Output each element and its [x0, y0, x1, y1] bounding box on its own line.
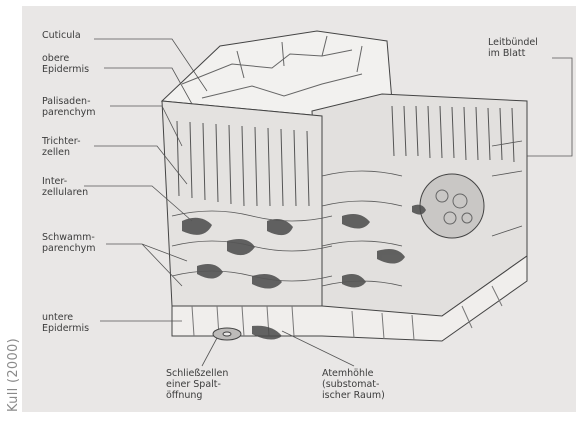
label-schwammparenchym: Schwamm- parenchym: [42, 232, 96, 254]
label-leitbuendel: Leitbündel im Blatt: [488, 37, 538, 59]
figure-credit: Kull (2000): [6, 338, 21, 412]
leader-schliesszellen: [202, 338, 217, 366]
label-palisadenparenchym: Palisaden- parenchym: [42, 96, 96, 118]
label-trichterzellen: Trichter- zellen: [42, 136, 81, 158]
leaf-cross-section-illustration: [22, 6, 576, 412]
leader-leitbuendel: [527, 58, 572, 156]
figure-panel: Cuticula obere Epidermis Palisaden- pare…: [22, 6, 576, 412]
label-obere-epidermis: obere Epidermis: [42, 53, 89, 75]
label-interzellularen: Inter- zellularen: [42, 176, 88, 198]
label-atemhoehle: Atemhöhle (substomat- ischer Raum): [322, 368, 385, 401]
vascular-bundle: [420, 174, 484, 238]
label-untere-epidermis: untere Epidermis: [42, 312, 89, 334]
label-cuticula: Cuticula: [42, 30, 81, 41]
label-schliesszellen: Schließzellen einer Spalt- öffnung: [166, 368, 228, 401]
